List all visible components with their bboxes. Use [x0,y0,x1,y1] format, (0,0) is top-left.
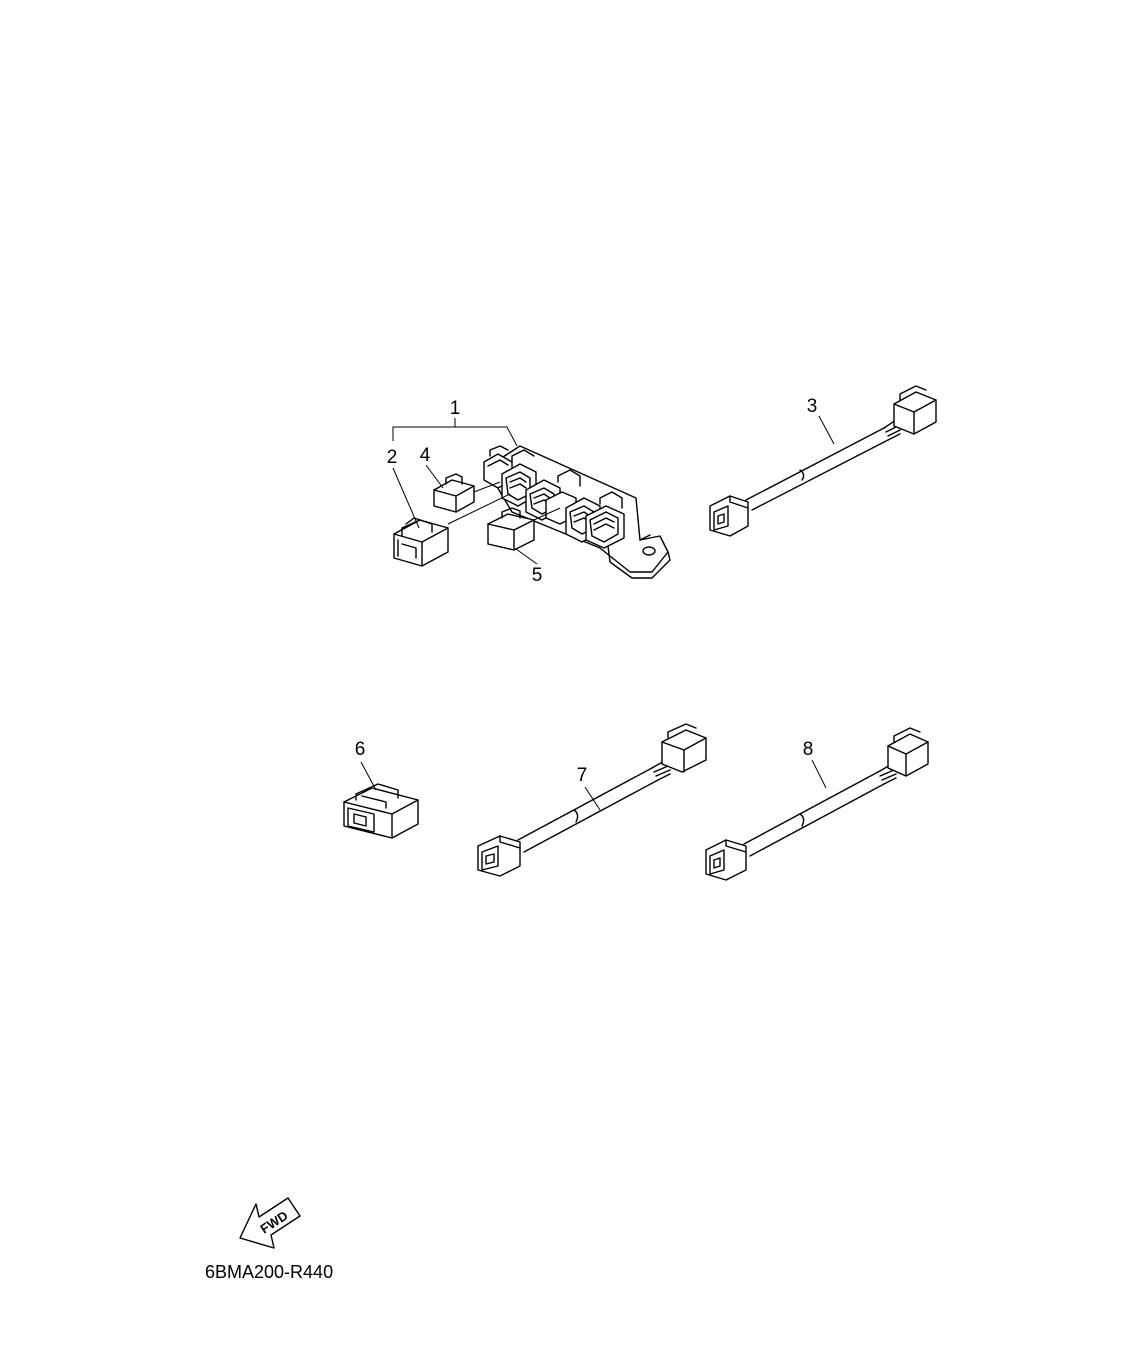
part-2-connector [393,517,449,567]
callout-6: 6 [355,739,366,760]
part-4-cap [433,473,475,513]
drawing-code: 6BMA200-R440 [205,1262,334,1282]
part-7-harness [477,723,707,877]
callout-4: 4 [420,445,431,466]
callout-7: 7 [577,765,588,786]
part-8-harness [705,727,929,881]
fwd-arrow-icon: FWD [239,1197,301,1249]
callout-8: 8 [803,739,814,760]
part-3-harness [709,385,937,537]
callout-3: 3 [807,396,818,417]
bracket-socket [585,491,625,549]
callout-2: 2 [387,447,398,468]
part-6-connector [343,783,419,839]
part-5-cap [487,507,535,551]
connector-bracket-assembly [483,445,671,579]
callout-5: 5 [532,565,543,586]
leader-lines [360,415,835,811]
callout-1: 1 [450,398,461,419]
